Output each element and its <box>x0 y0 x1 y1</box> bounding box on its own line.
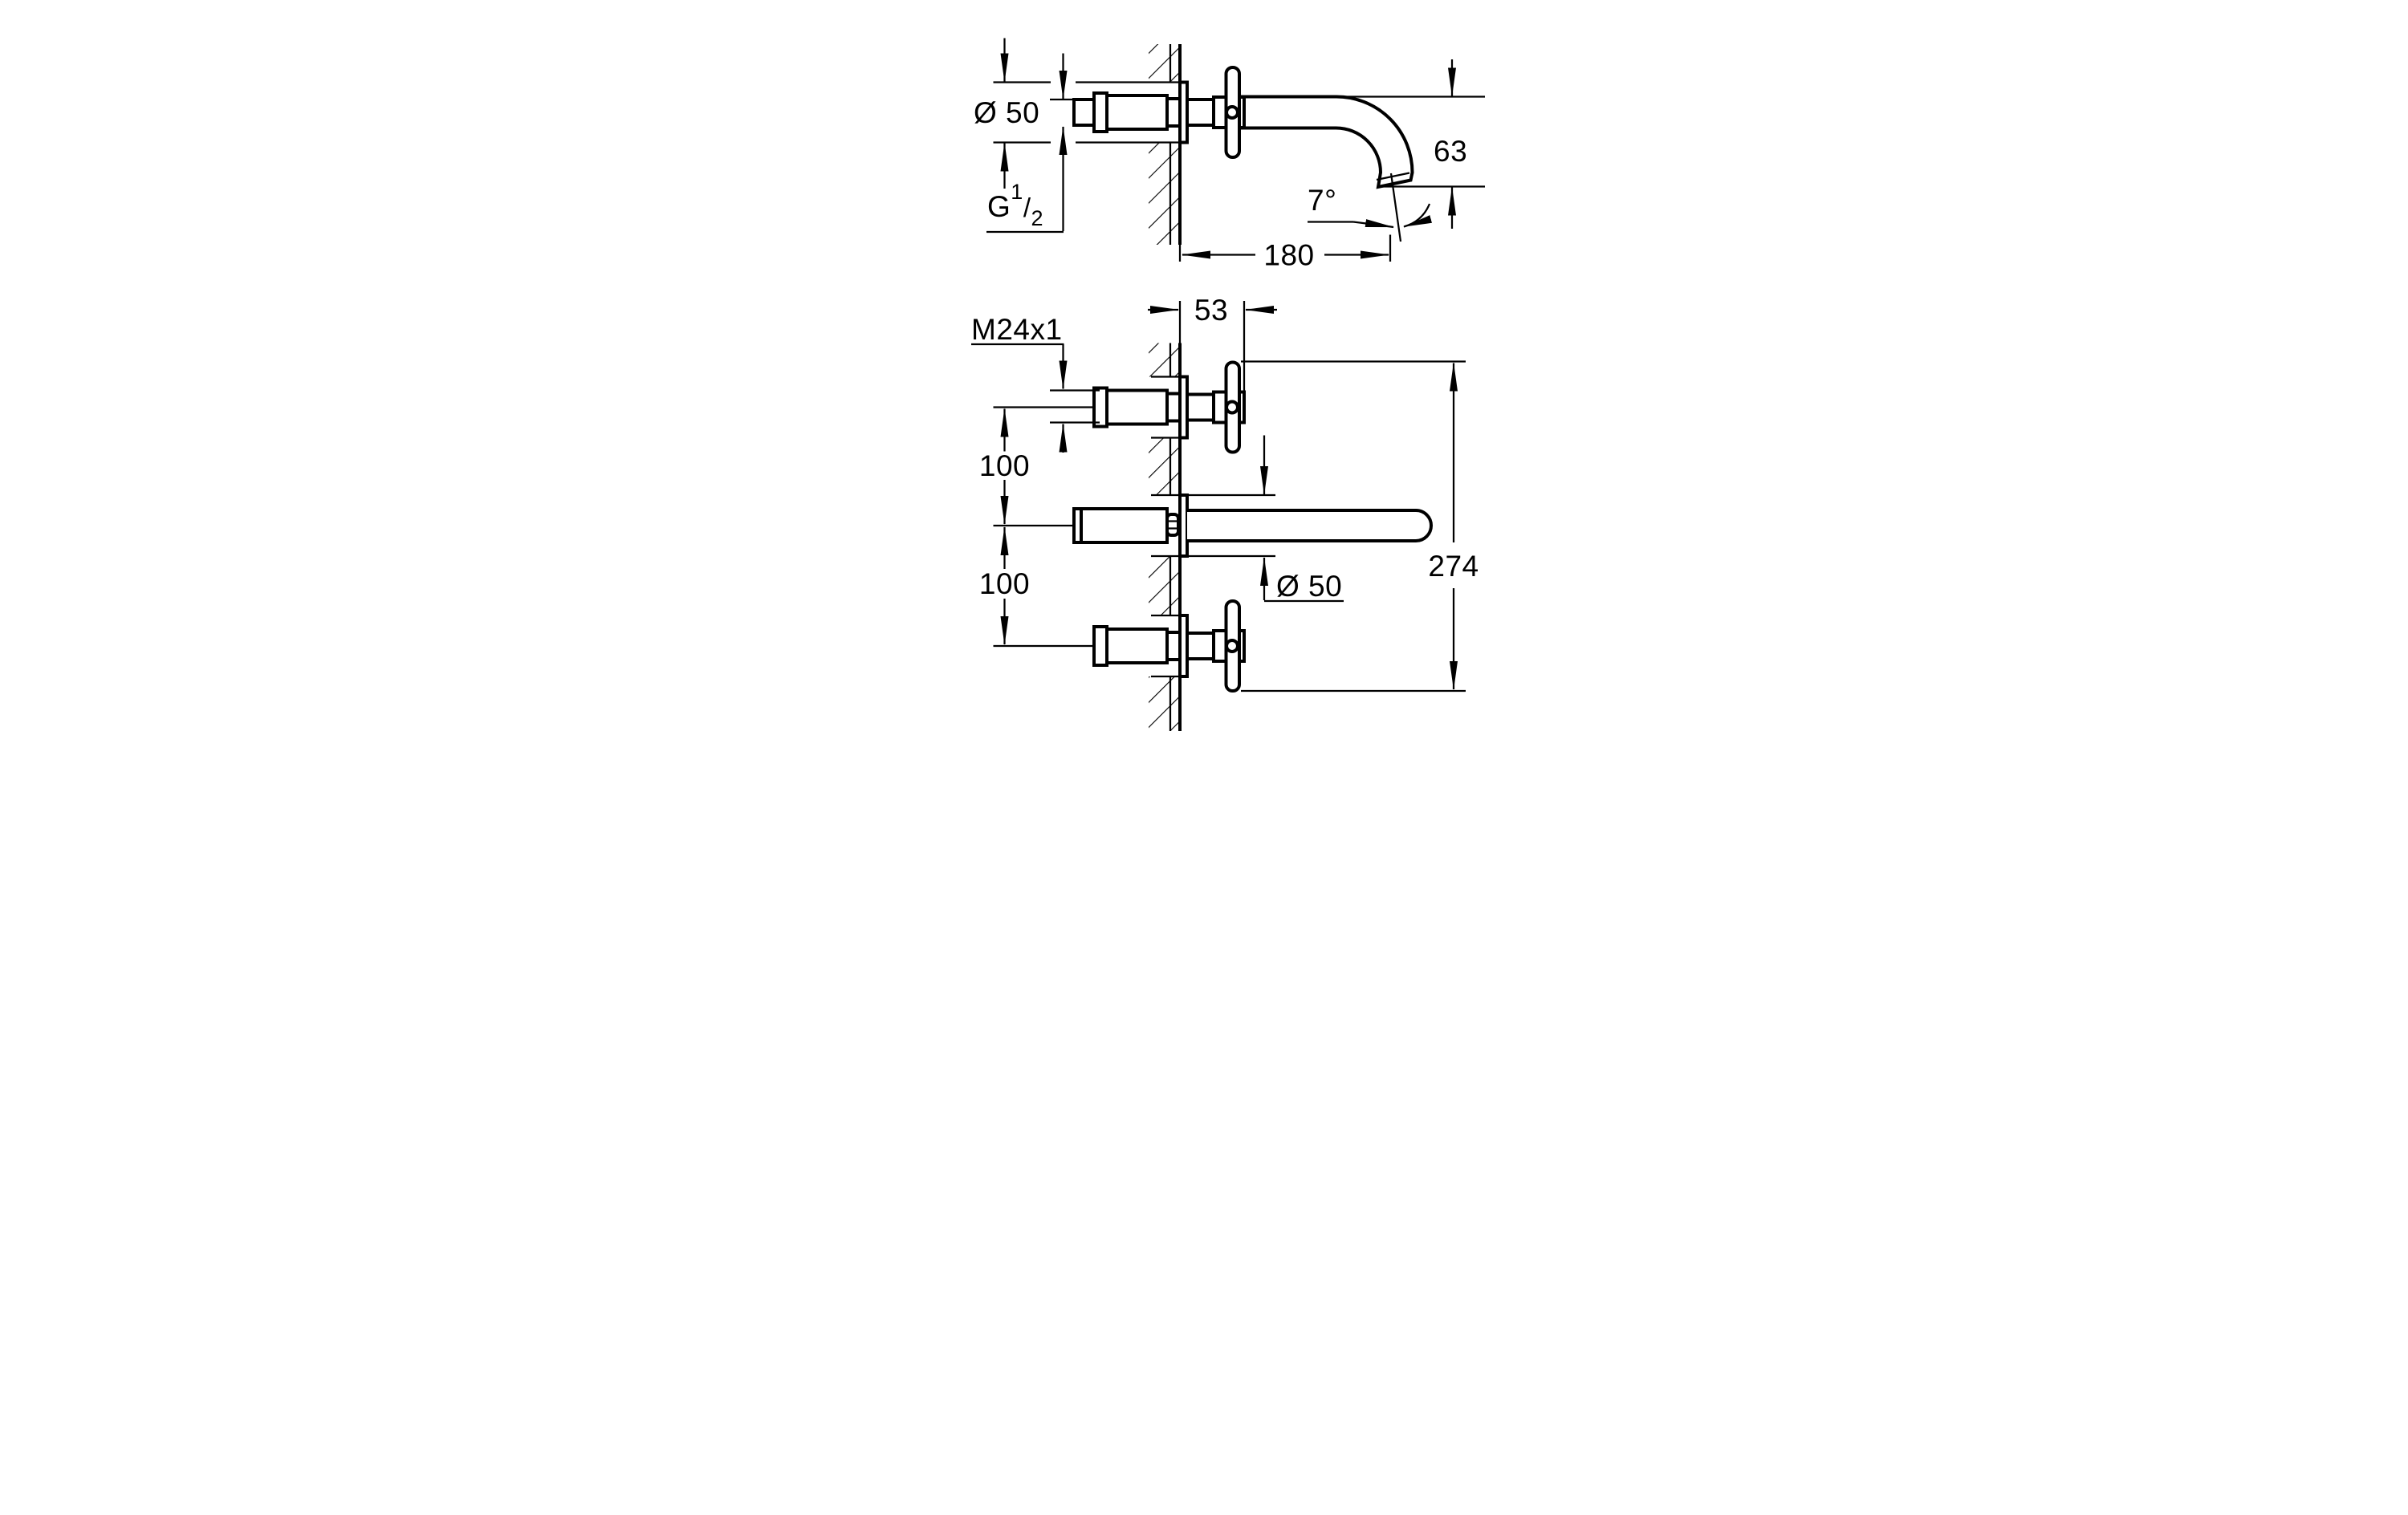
drawing-page: Ø 50 G1/2 63 7° <box>602 0 1806 758</box>
wall-hatch <box>1149 343 1180 377</box>
dim-label: Ø 50 <box>974 96 1039 129</box>
dim-label: 53 <box>1194 294 1228 327</box>
valve-cylinder <box>1105 628 1169 664</box>
wall-hatch <box>1149 437 1180 495</box>
spout-unit <box>1072 493 1433 558</box>
wall-hatch <box>1149 556 1180 615</box>
spout-connector <box>1165 513 1180 537</box>
valve-neck <box>1165 631 1182 661</box>
valve-neck <box>1165 97 1182 128</box>
handle-screw <box>1225 400 1239 415</box>
lower-handle-valve <box>1092 599 1246 693</box>
wall-hatch <box>1149 142 1180 245</box>
handle-stem <box>1186 392 1215 422</box>
dim-upper-spacing: 100 <box>979 408 1030 525</box>
profile-view: 53 M24x1 100 100 <box>971 294 1479 731</box>
side-section-view: Ø 50 G1/2 63 7° <box>974 38 1485 272</box>
dim-label: 274 <box>1428 550 1479 583</box>
dim-supply-thread: G1/2 <box>986 53 1075 234</box>
handle-screw <box>1225 105 1239 120</box>
angle-reference-line <box>1389 173 1402 242</box>
valve-collar <box>1092 386 1108 429</box>
handle-screw <box>1225 639 1239 653</box>
dim-label: 100 <box>979 567 1030 600</box>
valve-body-side <box>1072 91 1182 133</box>
technical-drawing: Ø 50 G1/2 63 7° <box>971 38 1485 731</box>
wall-section-top <box>1149 44 1182 262</box>
dim-flange-diameter: Ø 50 <box>1183 435 1344 603</box>
dim-spout-reach: 180 <box>1182 234 1392 272</box>
wall-hatch <box>1149 44 1180 83</box>
dim-wall-to-handle: 53 <box>1148 294 1277 392</box>
spout-front-tube <box>1187 509 1433 542</box>
dim-label: G1/2 <box>987 180 1043 230</box>
handle-stem <box>1186 632 1215 660</box>
upper-handle-valve <box>1092 360 1246 454</box>
dim-label: 7° <box>1308 184 1336 217</box>
valve-collar <box>1092 625 1108 667</box>
spout-flange <box>1178 493 1189 558</box>
dim-label: M24x1 <box>971 313 1063 346</box>
handle-stem <box>1186 98 1215 127</box>
dim-label: 100 <box>979 449 1030 482</box>
spout-side <box>1229 95 1414 189</box>
wall-section-bottom <box>1149 301 1182 731</box>
dim-label: 180 <box>1263 239 1314 272</box>
valve-collar <box>1092 91 1108 133</box>
valve-cylinder <box>1105 388 1169 426</box>
dim-escutcheon-diameter: Ø 50 <box>974 38 1179 189</box>
spout-concealed-body <box>1072 507 1169 544</box>
dim-valve-thread: M24x1 <box>971 313 1100 453</box>
dim-lower-spacing: 100 <box>979 526 1030 645</box>
dim-outlet-angle: 7° <box>1308 173 1433 242</box>
dim-spout-drop: 63 <box>1337 59 1485 229</box>
supply-stub <box>1072 98 1096 127</box>
dim-overall-span: 274 <box>1241 360 1479 693</box>
wall-hatch <box>1149 676 1180 731</box>
dim-label: 63 <box>1434 135 1467 168</box>
spout-aerator-seam <box>1376 172 1410 181</box>
valve-cylinder <box>1105 94 1169 131</box>
dim-label: Ø 50 <box>1276 570 1342 603</box>
valve-neck <box>1165 392 1182 423</box>
